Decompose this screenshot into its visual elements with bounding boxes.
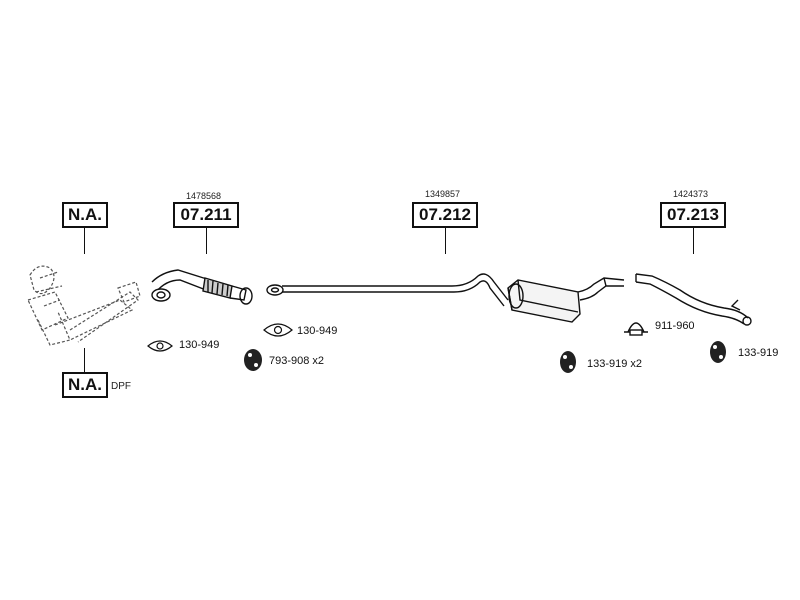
part-number-07-213: 1424373	[673, 189, 709, 199]
accessory-label[interactable]: 130-949	[297, 325, 338, 337]
rear-pipe-07-213	[635, 273, 752, 326]
leader-line-na-top	[84, 228, 85, 254]
front-pipe-07-211	[151, 269, 253, 305]
leader-line-na-bottom	[84, 348, 85, 372]
middle-pipe-07-212	[266, 273, 625, 323]
accessory-label[interactable]: 793-908 x2	[269, 355, 325, 367]
rubber-mount-icon	[560, 351, 576, 373]
leader-line-07-212	[445, 228, 446, 254]
accessory-label[interactable]: 130-949	[179, 339, 220, 351]
manifold-dpf-outline	[27, 265, 141, 346]
gasket-icon	[263, 323, 293, 337]
group-code-07-213[interactable]: 07.213	[660, 202, 726, 228]
leader-line-07-213	[693, 228, 694, 254]
clamp-icon	[624, 322, 648, 336]
accessory-label[interactable]: 911-960	[655, 320, 695, 332]
rubber-mount-icon	[710, 341, 726, 363]
group-code-na-bottom[interactable]: N.A.	[62, 372, 108, 398]
part-number-07-211: 1478568	[186, 191, 222, 201]
accessory-label[interactable]: 133-919 x2	[587, 358, 643, 370]
group-code-na-top[interactable]: N.A.	[62, 202, 108, 228]
rubber-mount-icon	[244, 349, 262, 371]
gasket-icon	[147, 340, 173, 352]
accessory-label[interactable]: 133-919	[738, 347, 779, 359]
dpf-note: DPF	[111, 381, 131, 392]
group-code-07-212[interactable]: 07.212	[412, 202, 478, 228]
group-code-07-211[interactable]: 07.211	[173, 202, 239, 228]
leader-line-07-211	[206, 228, 207, 254]
part-number-07-212: 1349857	[425, 189, 461, 199]
